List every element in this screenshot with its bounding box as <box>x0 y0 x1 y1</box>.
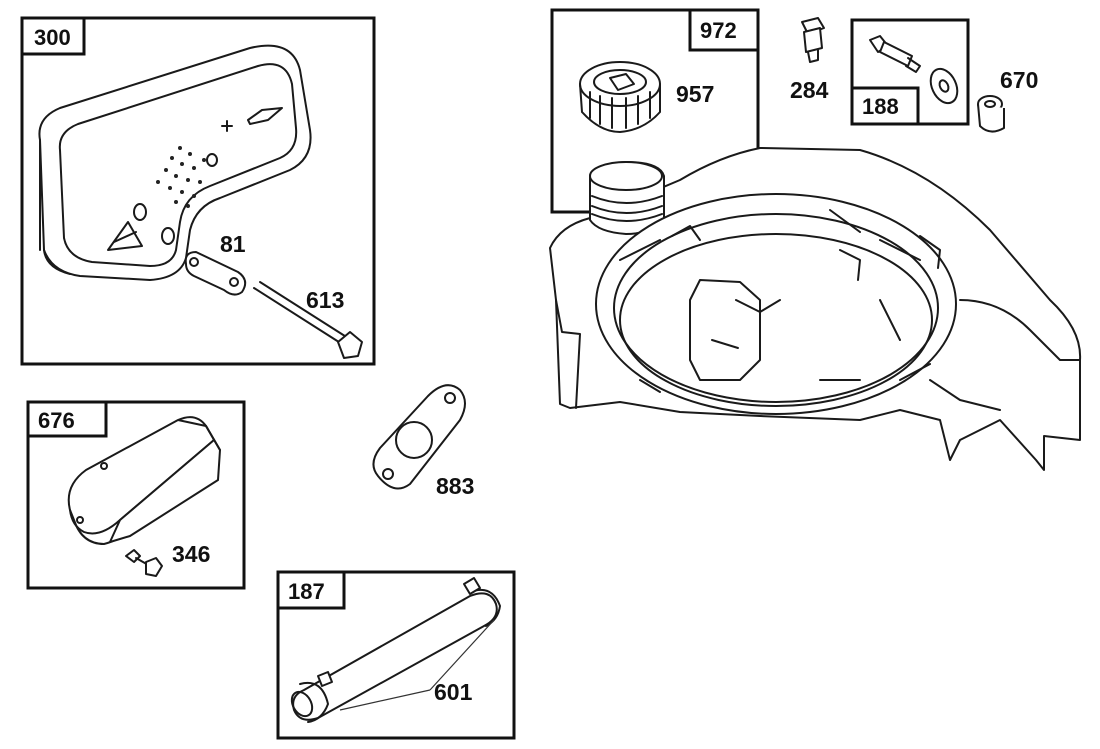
kit-300-tag: 300 <box>34 25 71 50</box>
hose-clamp-leaders <box>339 619 495 711</box>
kit-188-tag: 188 <box>862 94 899 119</box>
shield-screw-drawing <box>125 549 163 577</box>
kit-187-tag-box <box>276 570 346 610</box>
heat-shield-drawing <box>67 416 221 545</box>
muffler-bolt-drawing <box>253 281 363 359</box>
oil-cap-drawing <box>579 61 661 133</box>
blower-housing-drawing <box>549 147 1082 471</box>
kit-188-group: 188 <box>850 18 970 126</box>
kit-300-group: 300 <box>20 16 376 366</box>
kit-188-tag-box <box>850 86 920 126</box>
label-613: 613 <box>306 287 344 313</box>
spacer-670-group: 670 <box>977 67 1038 133</box>
kit-300-frame <box>20 16 376 366</box>
kit-972-tag-box <box>688 8 760 52</box>
muffler-mount-hole <box>133 203 147 221</box>
kit-300-tag-box <box>20 16 86 56</box>
washer-drawing <box>929 67 959 105</box>
shoulder-bolt-drawing <box>869 35 921 73</box>
muffler-gasket-drawing <box>184 251 247 296</box>
screw-drawing <box>801 17 825 63</box>
kit-187-group: 187 601 <box>276 570 516 740</box>
label-601: 601 <box>434 679 473 705</box>
kit-676-group: 676 346 <box>26 400 246 590</box>
muffler-vent-pattern <box>156 146 206 208</box>
spacer-drawing <box>977 95 1005 133</box>
kit-187-tag: 187 <box>288 579 325 604</box>
label-81: 81 <box>220 231 246 257</box>
label-670: 670 <box>1000 67 1038 93</box>
kit-972-group: 972 957 <box>550 8 760 214</box>
gasket-883-group: 883 <box>372 384 474 499</box>
kit-187-frame <box>276 570 516 740</box>
kit-676-frame <box>26 400 246 590</box>
kit-972-tag: 972 <box>700 18 737 43</box>
label-284: 284 <box>790 77 829 103</box>
kit-676-tag: 676 <box>38 408 75 433</box>
label-883: 883 <box>436 473 474 499</box>
breather-tube-drawing <box>290 577 501 723</box>
screw-284-group: 284 <box>790 17 829 103</box>
exhaust-gasket-drawing <box>372 384 466 490</box>
label-346: 346 <box>172 541 210 567</box>
kit-676-tag-box <box>26 400 108 438</box>
label-957: 957 <box>676 81 714 107</box>
muffler-drawing <box>38 44 312 281</box>
